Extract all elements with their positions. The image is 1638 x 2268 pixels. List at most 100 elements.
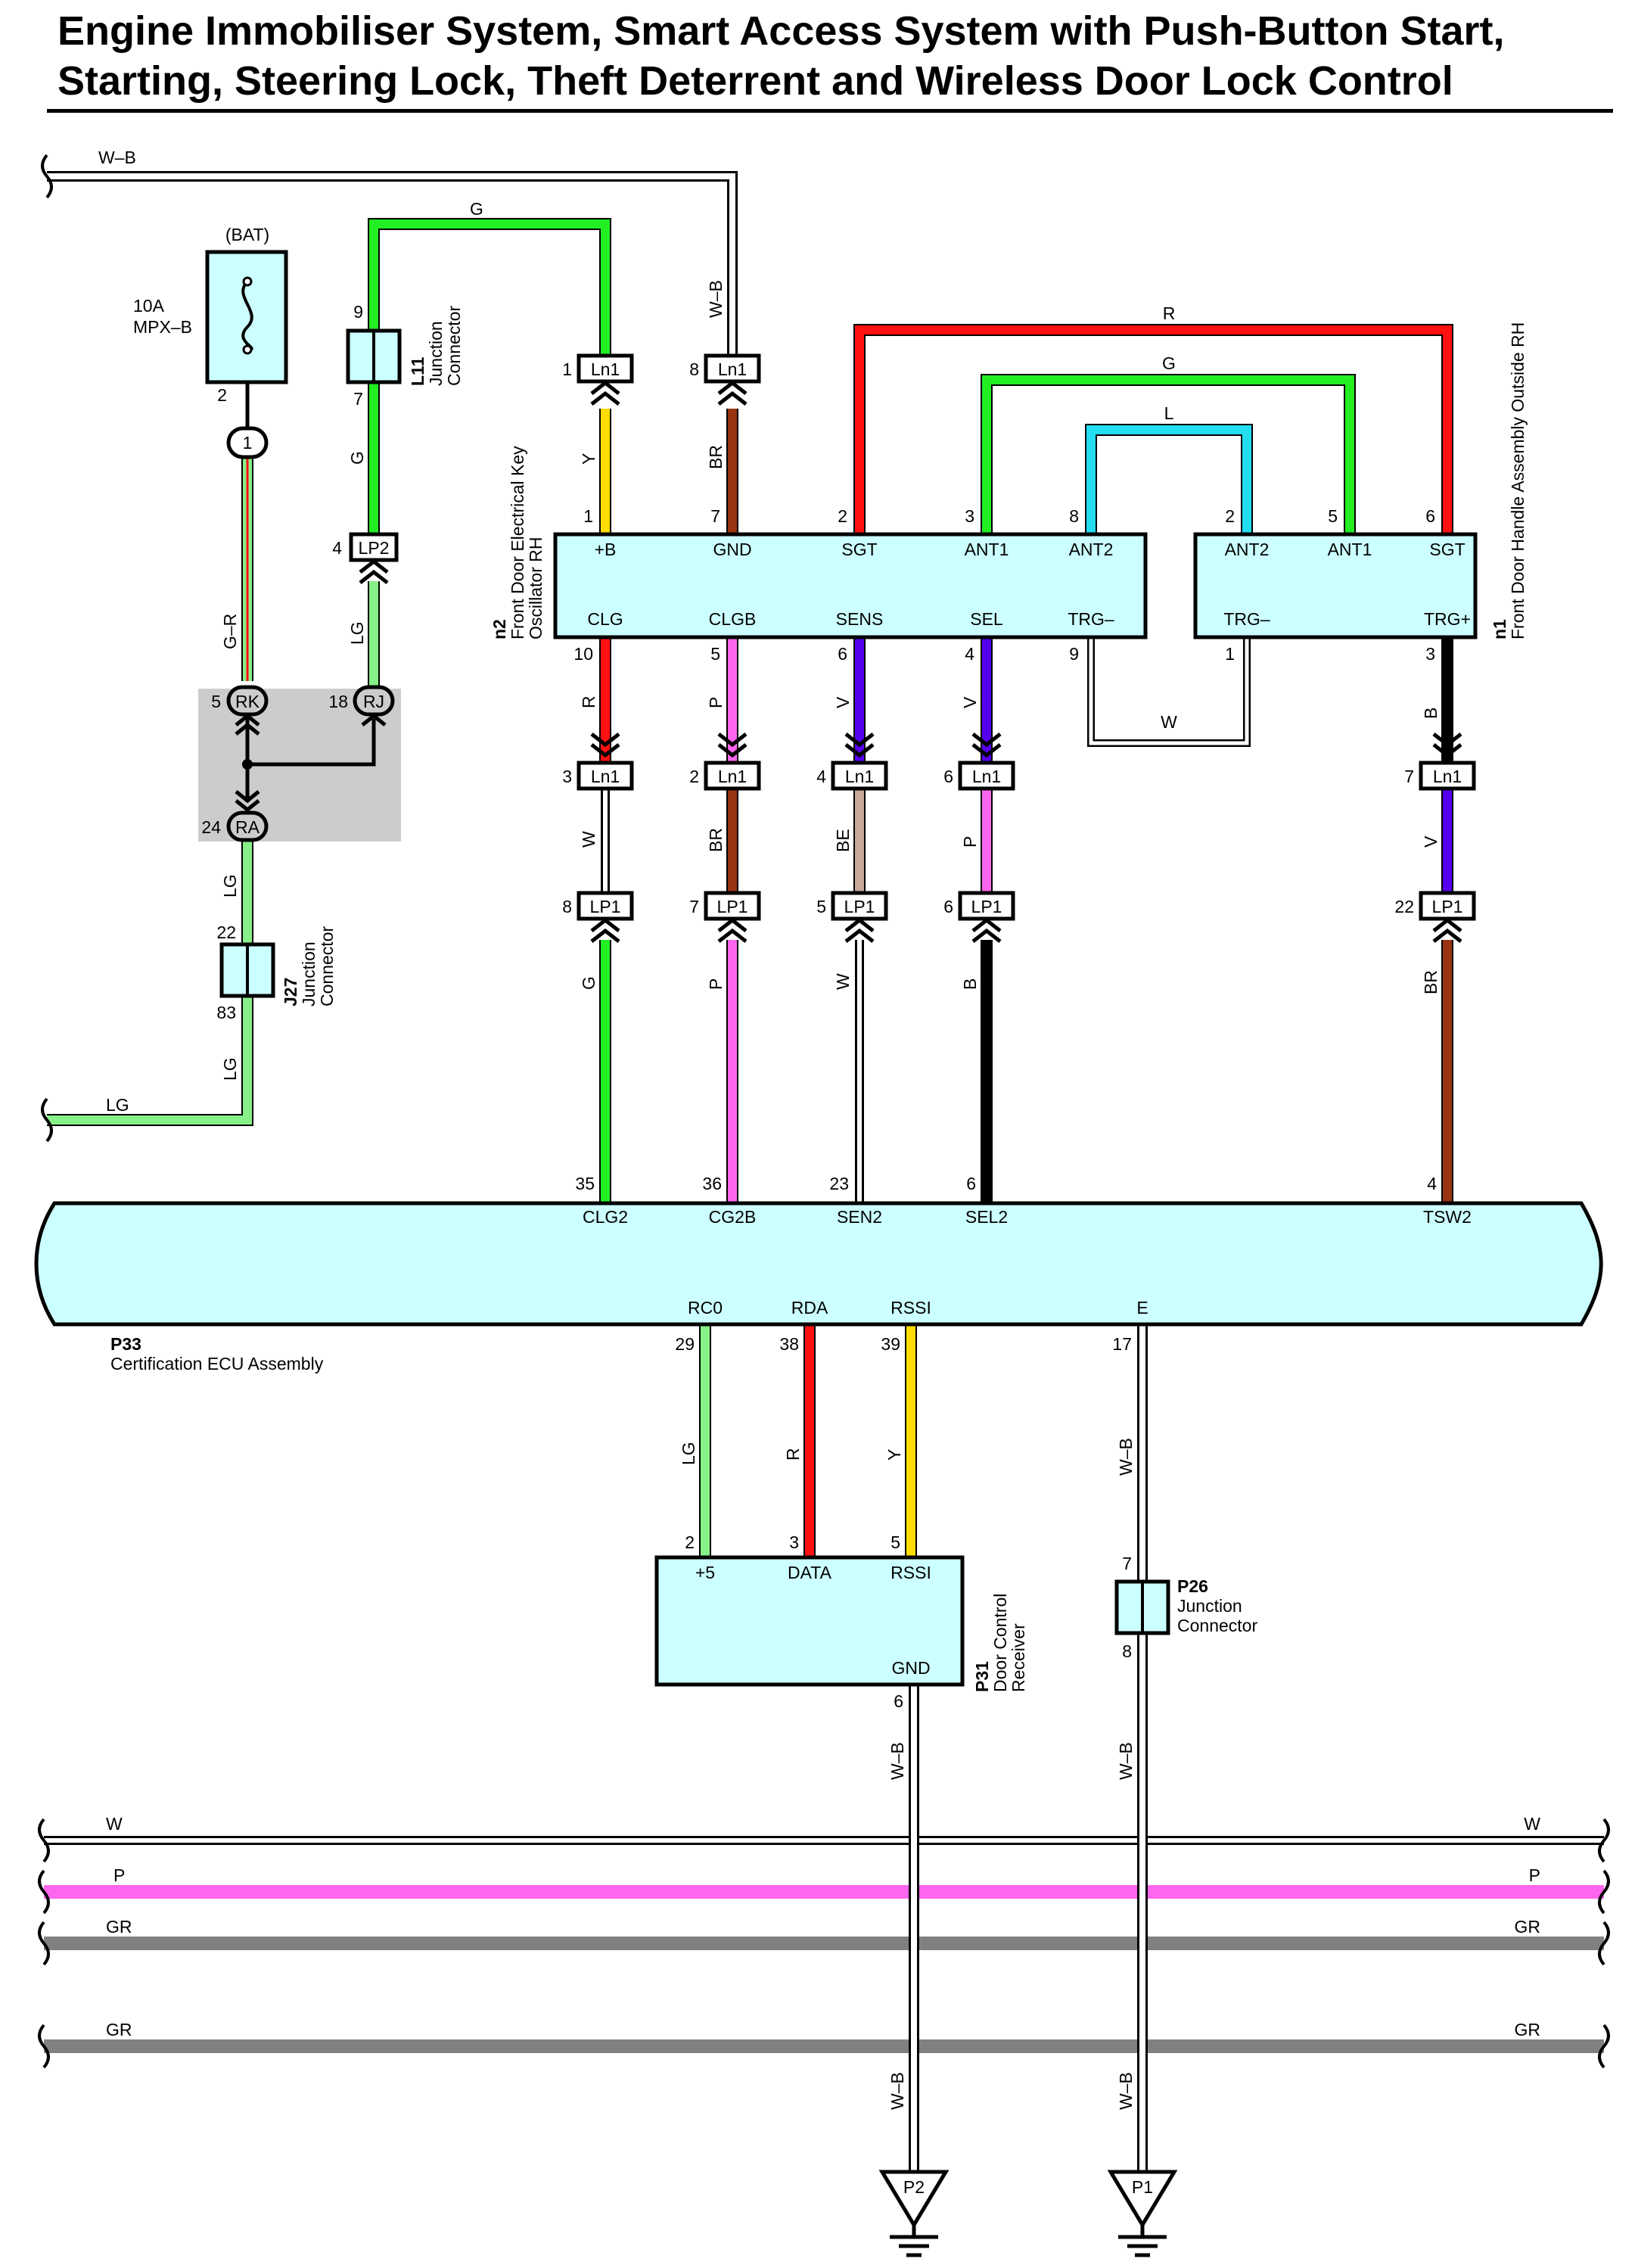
connector-lp1 [577,891,1476,943]
rj-pin: 18 [328,692,348,711]
ln1-mid-1-pin: 3 [562,767,572,786]
bus-label-w-left: W [106,1814,123,1834]
page-title: Engine Immobiliser System, Smart Access … [58,6,1616,106]
p33-bottom-pin-3: 39 [881,1334,900,1354]
wire-label-c4-c: B [960,978,980,990]
bus-label-p-left: P [113,1865,125,1885]
ln1-mid-1-label: Ln1 [591,767,620,786]
ln1-mid-2-label: Ln1 [718,767,747,786]
ground-p2-label: P2 [903,2177,925,2197]
p26-pin-top: 7 [1122,1554,1132,1573]
bus-label-gr1-left: GR [106,1917,132,1937]
wire-label-g-top: G [470,199,483,219]
title-line-1: Engine Immobiliser System, Smart Access … [58,8,1505,54]
p31-code: P31 [972,1661,992,1692]
wire-label-c3-b: BE [833,829,853,852]
wire-label-c1-b: W [579,831,598,848]
bus-label-p-right: P [1529,1865,1540,1885]
ln1-top-b-label: Ln1 [718,359,747,379]
bus-label-gr2-left: GR [106,2020,132,2039]
n2-top-pin-4: 3 [965,506,974,526]
ra-pin: 24 [201,817,221,837]
wire-label-g-mid: G [1162,353,1176,373]
fuse-name: MPX–B [133,317,192,337]
p31-top-2: DATA [788,1563,832,1582]
wire-label-wb-p2: W–B [887,2072,907,2110]
l11-desc2: Connector [444,306,464,386]
n2-bottom-pin-1: 10 [573,644,593,664]
ln1-mid-4-pin: 6 [943,767,953,786]
p33-top-pin-2: 36 [702,1174,722,1193]
rk-pin: 5 [211,692,221,711]
fuse-top-label: (BAT) [225,225,269,244]
p33-top-2: CG2B [709,1207,757,1227]
wire-label-c2-c: P [706,978,726,990]
ln1-mid-5-pin: 7 [1404,767,1414,786]
p33-top-1: CLG2 [583,1207,628,1227]
n2-desc1: Front Door Electrical Key [508,446,527,639]
connector-pin-1 [226,426,269,459]
wire-label-wb-vert: W–B [706,280,726,318]
wire-w-loop-fill [1089,637,1249,745]
lp1-2-pin: 7 [689,897,699,916]
p33-bottom-pin-4: 17 [1112,1334,1132,1354]
ln1-mid-4-label: Ln1 [972,767,1001,786]
wire-label-r-top: R [1163,303,1176,323]
p26-desc2: Connector [1177,1616,1257,1635]
n1-code: n1 [1490,619,1509,639]
wire-label-y-p31: Y [884,1449,904,1461]
n2-bottom-3: SENS [836,609,884,629]
title-underline [47,109,1613,113]
n1-top-pin-1: 2 [1225,506,1235,526]
n2-bottom-4: SEL [970,609,1003,629]
lp2-pin: 4 [332,538,342,558]
wire-label-lg-left: LG [106,1095,129,1115]
n2-bottom-pin-3: 6 [838,644,847,664]
n2-top-1: +B [595,540,617,559]
n2-top-3: SGT [841,540,877,559]
n2-top-pin-1: 1 [583,506,593,526]
ln1-mid-3-pin: 4 [816,767,826,786]
component-n2-box [553,532,1148,639]
p31-bottom: GND [891,1658,930,1678]
wire-g-top [368,218,611,356]
n2-top-pin-3: 2 [838,506,847,526]
wire-label-l11-g: G [347,451,367,465]
ln1-mid-3-label: Ln1 [845,767,874,786]
component-n1-box [1193,532,1478,639]
rk-label: RK [235,692,260,711]
wire-label-lg-lp2: LG [347,621,367,645]
n1-top-pin-3: 6 [1425,506,1435,526]
wire-label-gr: G–R [220,614,240,649]
n2-bottom-pin-4: 4 [965,644,974,664]
wires [44,171,1604,2186]
ground-p2 [878,2170,950,2257]
wire-label-c5-a: B [1421,708,1441,719]
n1-bottom-2: TRG+ [1424,609,1471,629]
n2-top-5: ANT2 [1069,540,1114,559]
ground-p1-label: P1 [1132,2177,1153,2197]
wire-label-br: BR [706,445,726,469]
wire-label-wb-top: W–B [98,148,136,167]
lp1-4-pin: 6 [943,897,953,916]
labels: (BAT) 10A MPX–B 2 1 9 7 L11 Junction Con… [98,148,1540,2197]
wire-label-wb-p26-top: W–B [1116,1438,1136,1476]
lp1-1-label: LP1 [590,897,621,916]
title-line-2: Starting, Steering Lock, Theft Deterrent… [58,58,1453,104]
ln1-top-a-pin: 1 [562,359,572,379]
p33-bottom-pin-2: 38 [779,1334,799,1354]
n2-code: n2 [490,619,509,639]
n1-desc: Front Door Handle Assembly Outside RH [1508,322,1528,639]
j27-code: J27 [281,978,300,1006]
n1-bottom-pin-1: 1 [1225,644,1235,664]
wire-g-top-fill [369,219,610,356]
wire-label-c2-a: P [706,697,726,708]
ln1-top-b-pin: 8 [689,359,699,379]
wire-label-w-loop: W [1161,712,1177,732]
p31-bottom-pin: 6 [894,1691,903,1711]
j27-desc2: Connector [317,926,337,1006]
p33-top-4: SEL2 [965,1207,1008,1227]
wire-label-wb-p31-mid: W–B [887,1742,907,1780]
connector-lp2 [349,532,399,584]
ra-label: RA [235,817,260,837]
